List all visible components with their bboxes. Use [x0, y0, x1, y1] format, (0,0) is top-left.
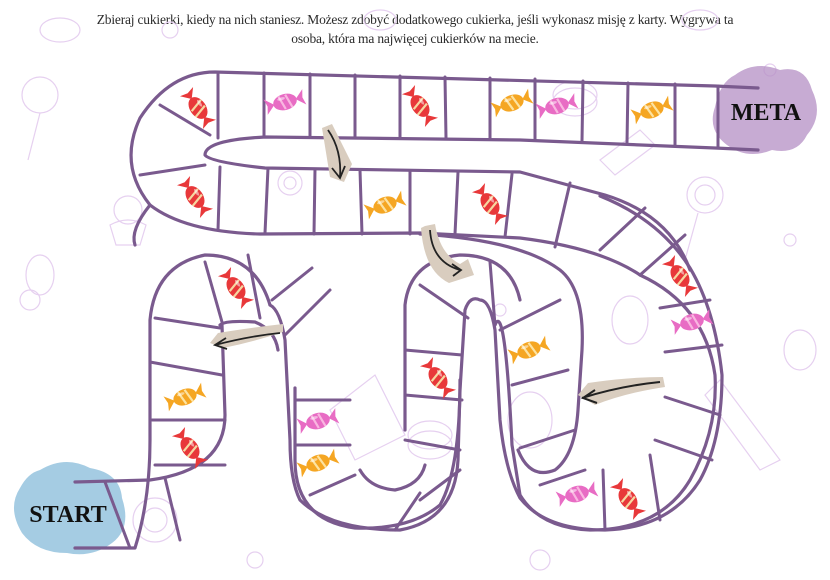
candy-red-icon	[217, 267, 255, 309]
candy-orange-icon	[296, 448, 340, 478]
candy-red-icon	[171, 427, 209, 469]
finish-area: META	[712, 66, 817, 154]
candy-red-icon	[176, 176, 214, 218]
candy-pink-icon	[555, 481, 599, 507]
start-label: START	[29, 502, 106, 528]
finish-label: META	[731, 100, 802, 126]
start-blob	[13, 461, 126, 555]
path-arrows	[210, 124, 665, 405]
candy-red-icon	[609, 478, 647, 520]
candy-pink-icon	[670, 309, 714, 335]
candy-pink-icon	[263, 89, 307, 115]
candy-orange-icon	[630, 95, 674, 125]
candy-pink-icon	[535, 93, 579, 119]
instructions-text: Zbieraj cukierki, kiedy na nich staniesz…	[0, 10, 830, 48]
arrow-left-icon	[578, 377, 665, 405]
candy-red-icon	[471, 183, 509, 225]
candy-orange-icon	[507, 335, 551, 365]
background-doodles	[19, 9, 817, 571]
instructions-line-2: osoba, która ma najwięcej cukierków na m…	[291, 31, 539, 46]
arrow-down-icon	[322, 124, 352, 182]
instructions-line-1: Zbieraj cukierki, kiedy na nich staniesz…	[96, 12, 734, 27]
candy-red-icon	[419, 357, 457, 399]
start-area: START	[13, 461, 126, 555]
arrow-left-icon	[210, 324, 283, 350]
candy-pink-icon	[296, 408, 340, 434]
candy-orange-icon	[490, 88, 534, 118]
track	[73, 70, 760, 550]
candies	[163, 85, 714, 520]
arrow-curve-right-icon	[421, 224, 474, 283]
track-cells	[103, 71, 724, 550]
candy-red-icon	[179, 87, 217, 129]
candy-red-icon	[401, 85, 439, 127]
candy-orange-icon	[363, 190, 407, 220]
candy-red-icon	[661, 255, 699, 297]
candy-orange-icon	[163, 382, 207, 412]
